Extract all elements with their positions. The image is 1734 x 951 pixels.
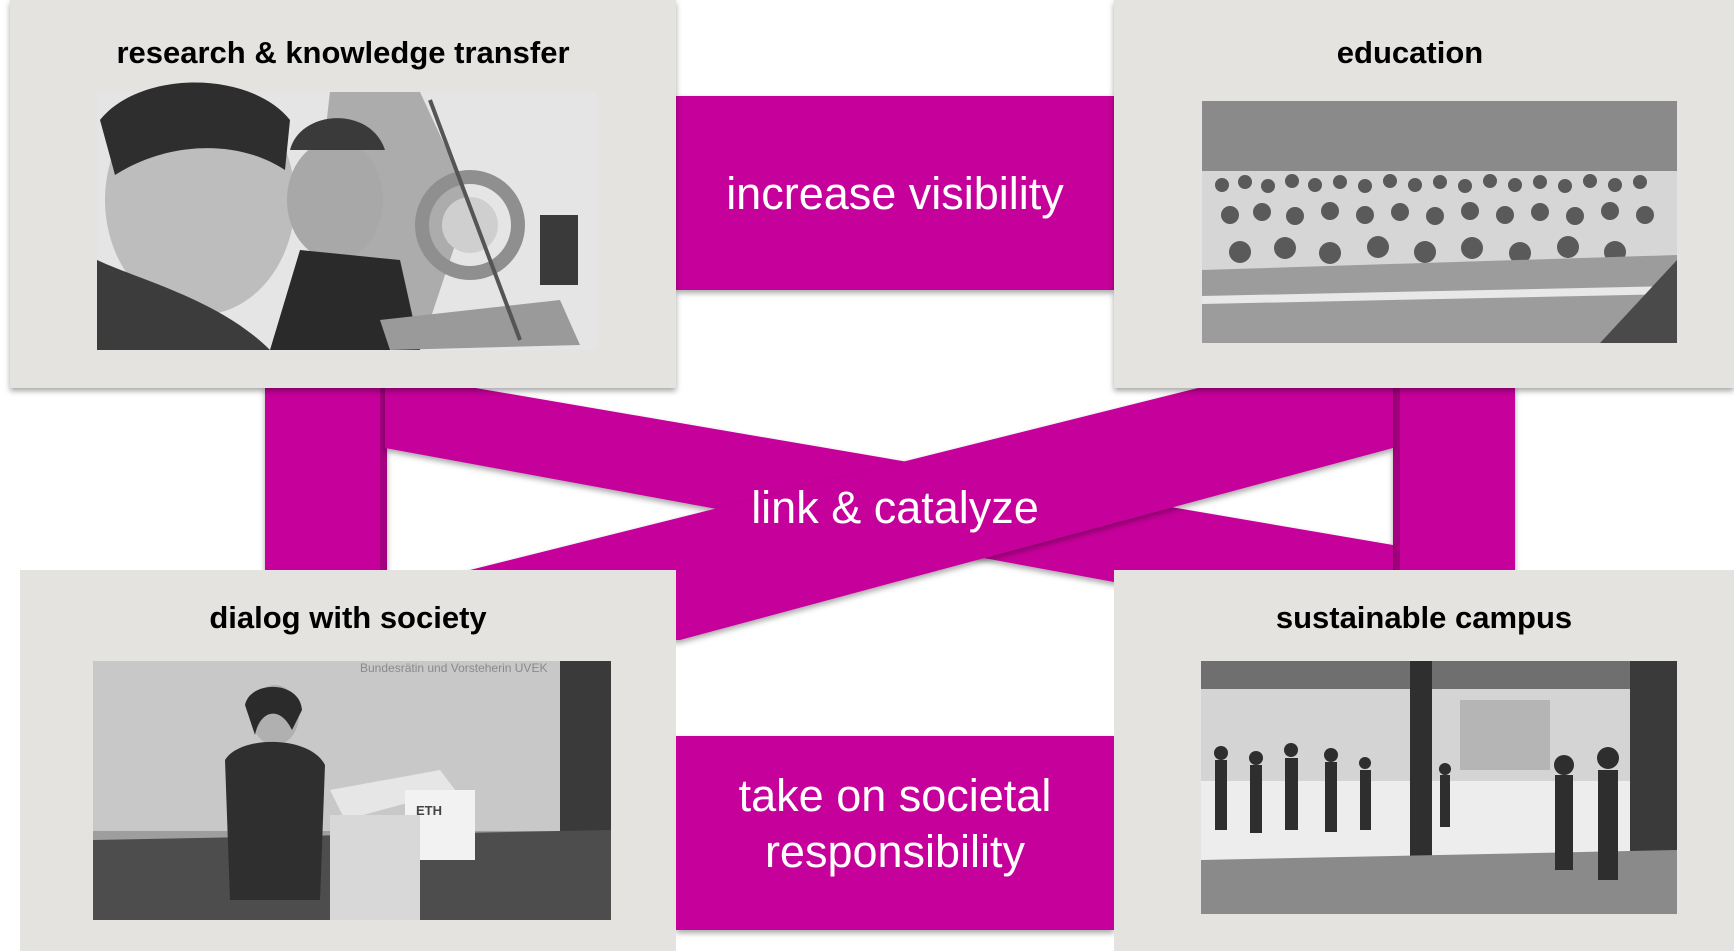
svg-text:Bundesrätin und Vorsteherin UV: Bundesrätin und Vorsteherin UVEK xyxy=(360,661,547,675)
right-connector-bar xyxy=(1393,385,1515,585)
panel-title-campus: sustainable campus xyxy=(1275,600,1573,635)
bottom-band-label-line2: responsibility xyxy=(764,825,1026,877)
panel-title-education: education xyxy=(1336,35,1484,70)
top-band xyxy=(676,96,1114,290)
diagonal-band-ascending xyxy=(450,385,1393,640)
bottom-band xyxy=(676,736,1114,930)
researchers-at-lab-equipment-photo xyxy=(97,82,597,350)
left-connector-bar xyxy=(265,385,387,585)
bottom-band-label-line1: take on societal xyxy=(738,770,1052,821)
svg-text:ETH: ETH xyxy=(416,803,442,818)
top-band-label: increase visibility xyxy=(726,168,1064,219)
panel-title-dialog: dialog with society xyxy=(209,600,487,635)
lecture-hall-students-photo xyxy=(1201,101,1678,343)
center-band-label: link & catalyze xyxy=(751,482,1039,533)
bottom-band-label: take on societal responsibility xyxy=(676,768,1114,880)
panel-title-research: research & knowledge transfer xyxy=(116,35,570,70)
speaker-at-eth-podium-photo: ETH Bundesrätin und Vorsteherin UVEK xyxy=(93,661,611,920)
campus-plaza-people-photo xyxy=(1201,661,1677,914)
